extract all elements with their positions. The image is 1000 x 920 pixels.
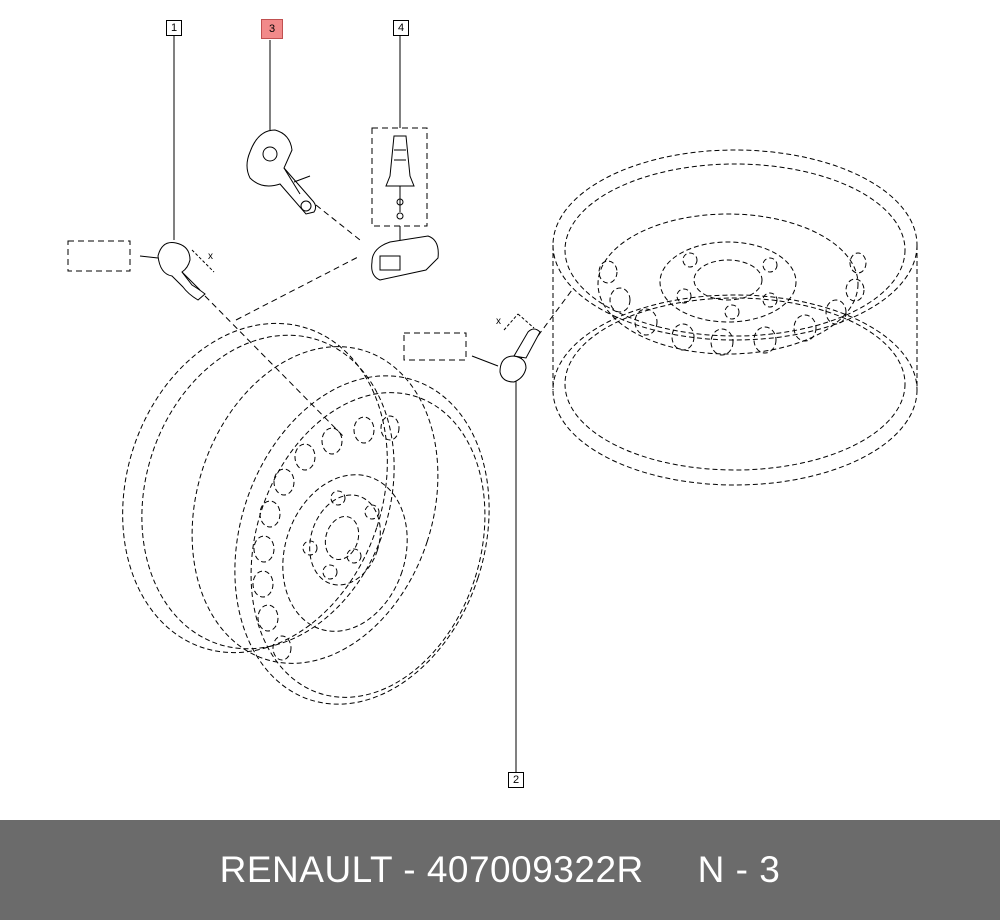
valve-stem-part-2	[471, 313, 541, 383]
connection-lines	[67, 127, 573, 439]
callout-4: 4	[393, 20, 409, 36]
part-number-caption: RENAULT - 407009322R N - 3	[219, 849, 781, 890]
dimension-label-right: x	[496, 316, 501, 327]
valve-sensor-kit-part-4	[371, 135, 439, 281]
wheel-rear-right	[552, 149, 918, 486]
callout-1: 1	[166, 20, 182, 36]
wheel-front-left	[122, 322, 490, 705]
dimension-label-left: x	[208, 251, 213, 262]
callout-3-highlighted: 3	[261, 19, 283, 39]
tpms-sensor-part-3	[246, 129, 317, 215]
callout-2: 2	[508, 772, 524, 788]
footer-banner: RENAULT - 407009322R N - 3	[0, 820, 1000, 920]
parts-diagram	[67, 36, 918, 772]
valve-stem-part-1	[139, 242, 215, 301]
